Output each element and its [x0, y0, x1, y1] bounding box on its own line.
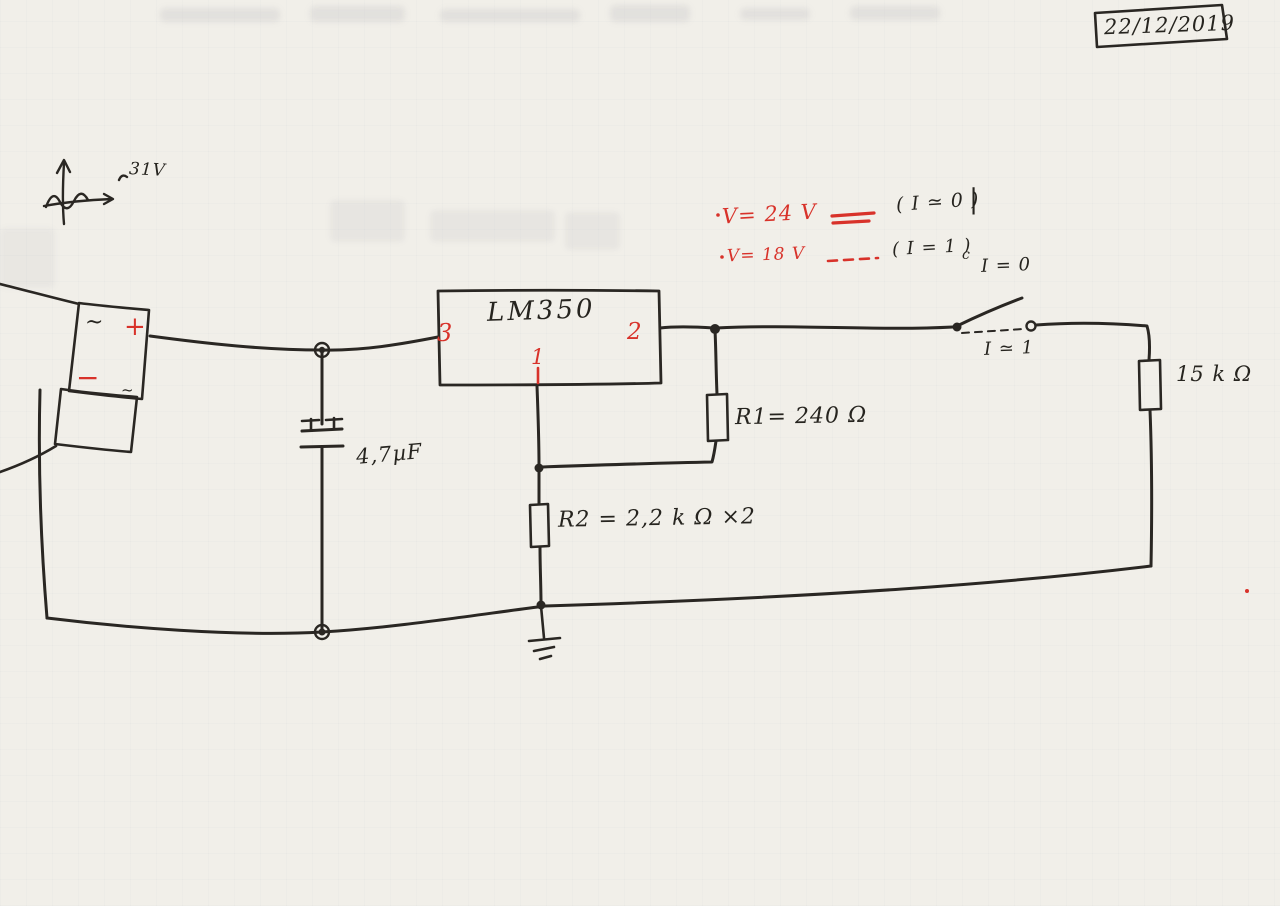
rectifier-plus-label: +	[124, 312, 147, 342]
note-v18-tail-mark: c	[962, 247, 971, 263]
date-note: 22/12/2019	[1103, 10, 1236, 40]
pin-adjust-label: 1	[531, 345, 546, 369]
wire-input	[148, 334, 440, 352]
r2-label: R2 = 2,2 k Ω ×2	[557, 504, 757, 533]
note-v18: V= 18 V	[726, 243, 806, 267]
rectifier-minus-label: −	[76, 361, 101, 394]
switch-closed-label: I ≃ 1	[983, 337, 1035, 360]
rectifier-ac-bottom-label: ~	[121, 381, 135, 399]
pin-input-label: 3	[437, 319, 454, 347]
r2-symbol	[528, 502, 551, 549]
note-v18-condition: ( I = 1 )	[891, 234, 973, 261]
switch-open-label: I = 0	[980, 254, 1032, 277]
r1-label: R1= 240 Ω	[734, 402, 868, 431]
node-dots	[313, 324, 720, 641]
pin-output-label: 2	[627, 319, 643, 345]
adjust-branch	[535, 328, 719, 606]
note-v24-tail-mark: |	[969, 184, 980, 215]
ground-icon	[527, 604, 562, 661]
date-box-frame	[1093, 3, 1229, 49]
note-v24: V= 24 V	[721, 199, 818, 229]
r1-symbol	[705, 392, 730, 443]
regulator-label: LM350	[486, 294, 597, 328]
rectifier-ac-top-label: ~	[85, 310, 105, 335]
capacitor-label: 4,7µF	[355, 439, 424, 469]
rectifier-box	[0, 282, 151, 474]
capacitor-symbol	[299, 350, 345, 632]
wire-to-load	[1034, 321, 1152, 362]
ac-source-icon	[42, 158, 129, 226]
load-label: 15 k Ω	[1176, 362, 1253, 386]
load-resistor-symbol	[1137, 358, 1163, 568]
source-voltage-label: 31V	[128, 159, 167, 181]
switch-symbol	[952, 296, 1037, 334]
red-ink-strokes	[536, 211, 1249, 593]
wire-output	[658, 325, 955, 330]
regulator-box	[436, 288, 663, 387]
